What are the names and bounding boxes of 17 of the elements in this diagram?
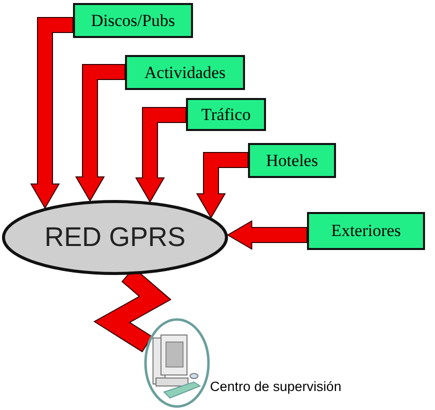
- node-label: Hoteles: [266, 150, 318, 170]
- category-box: [125, 55, 245, 90]
- node-label: RED GPRS: [44, 222, 186, 253]
- block-arrow: [75, 64, 126, 202]
- block-arrow: [135, 107, 186, 203]
- block-arrow: [226, 220, 308, 250]
- category-box: [307, 212, 425, 250]
- category-box: [186, 98, 266, 131]
- block-arrow: [30, 17, 74, 210]
- node-label: Actividades: [144, 62, 226, 82]
- node-caption: Centro de supervisión: [210, 379, 342, 394]
- node-label: Tráfico: [201, 104, 251, 124]
- node-label: Exteriores: [331, 221, 401, 241]
- block-arrow: [196, 152, 248, 219]
- category-box: [248, 143, 336, 178]
- category-box: [73, 3, 193, 38]
- node-label: Discos/Pubs: [90, 10, 176, 30]
